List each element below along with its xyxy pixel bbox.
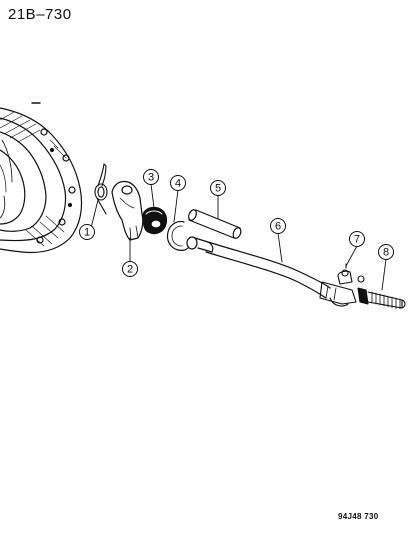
- callout-8: 8: [378, 244, 394, 260]
- callout-1-label: 1: [84, 227, 90, 239]
- callout-7: 7: [349, 231, 365, 247]
- shift-cable-part: [186, 236, 331, 299]
- callout-1: 1: [79, 224, 95, 240]
- callout-3: 3: [143, 169, 159, 185]
- callout-8-label: 8: [383, 247, 389, 259]
- shift-lever-part: [111, 180, 144, 241]
- callout-2-label: 2: [127, 264, 133, 276]
- callout-6: 6: [270, 218, 286, 234]
- callout-4-label: 4: [175, 178, 181, 190]
- retaining-ring-part: [166, 220, 189, 251]
- figure-code: 94J48 730: [338, 512, 379, 521]
- callout-4: 4: [170, 175, 186, 191]
- threaded-rod-part: [357, 287, 406, 310]
- pin-part: [188, 209, 242, 239]
- callout-7-label: 7: [354, 234, 360, 246]
- transmission-case: [0, 102, 83, 254]
- callout-2: 2: [122, 261, 138, 277]
- bushing-part: [142, 206, 168, 235]
- cable-adjuster-part: [319, 263, 365, 307]
- callout-6-label: 6: [275, 221, 281, 233]
- callout-5-label: 5: [215, 183, 221, 195]
- spring-clip-part: [94, 163, 108, 215]
- callout-5: 5: [210, 180, 226, 196]
- page-code: 21B–730: [8, 6, 72, 23]
- callout-3-label: 3: [148, 172, 154, 184]
